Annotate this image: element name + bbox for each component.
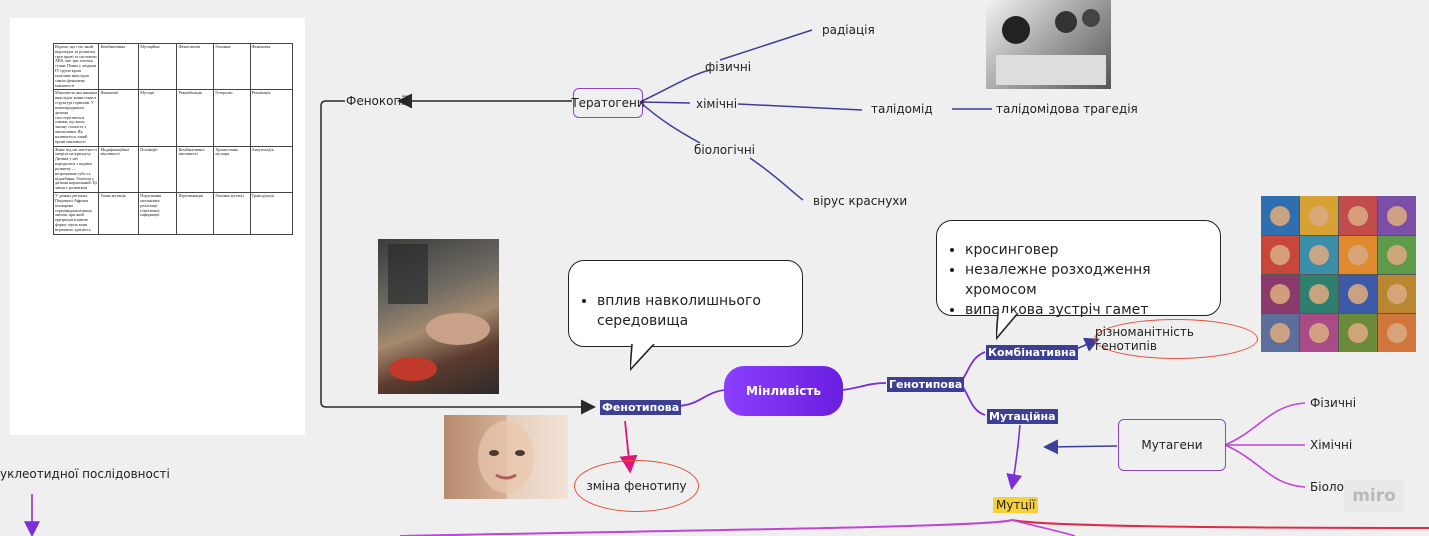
document-table-cell: Порушення механізмів реалізації генетичн… (138, 192, 178, 235)
genotypova-node[interactable]: Генотипова (887, 377, 965, 392)
line-mut-biolohichni (1224, 444, 1306, 488)
document-table-row: Живе під час вагітності хворіла на красн… (52, 145, 294, 194)
children-photo[interactable] (986, 0, 1111, 89)
document-table-row: Відомо, що гем, який відповідає за розви… (52, 42, 294, 91)
miro-watermark: miro (1344, 480, 1404, 512)
line-mut-fizychni (1224, 402, 1306, 446)
center-node[interactable]: Мінливість (724, 366, 843, 416)
document-table-cell: Фенокопії (98, 89, 140, 147)
bubble-geno-item-2: незалежне розходження хромосом (965, 260, 1220, 300)
fenocopii-label[interactable]: Фенокопії (346, 94, 409, 108)
document-table-cell: Анеуплоїдія (249, 145, 294, 194)
face-photo[interactable] (444, 415, 568, 499)
document-table-cell: Модифікаційної мінливості (98, 145, 140, 194)
line-center-genotypova (841, 382, 887, 391)
mutatsii-highlight[interactable]: Мутції (993, 497, 1039, 513)
document-table-cell: Геномна (213, 42, 251, 91)
speech-bubble-pheno[interactable]: вплив навколишнього середовища (568, 260, 803, 347)
line-radiatsiia (719, 29, 813, 61)
document-table-cell: Живе під час вагітності хворіла на красн… (52, 145, 100, 194)
document-table-cell: У деяких регіонах Південної Африки пошир… (52, 192, 100, 235)
line-virus (749, 157, 804, 201)
foot-photo[interactable] (378, 239, 499, 394)
document-table-cell: Фенокопія (249, 42, 294, 91)
virus-label[interactable]: вірус краснухи (813, 194, 908, 208)
line-talidomid (737, 103, 863, 111)
line-loop-fenotypova (320, 100, 596, 415)
foot-photo-art (388, 244, 490, 381)
radiatsiia-label[interactable]: радіація (822, 23, 875, 37)
document-table-cell: Реплікація (249, 89, 294, 147)
biolohichni-label[interactable]: біологічні (694, 143, 755, 157)
document-table-cell: Відомо, що гем, який відповідає за розви… (52, 42, 100, 91)
bubble-pheno-tail (630, 344, 655, 372)
zmina-fenotypu-oval[interactable]: зміна фенотипу (574, 460, 699, 512)
kombinatyvna-node[interactable]: Комбінативна (986, 345, 1079, 360)
line-fizychni (639, 69, 711, 103)
teratogeny-node[interactable]: Тератогени (571, 88, 645, 118)
mutageny-node[interactable]: Мутагени (1118, 419, 1226, 471)
line-center-fenotypova (677, 389, 726, 407)
riznomanitnist-oval[interactable]: різноманітність генотипів (1094, 319, 1258, 359)
line-bottom-right (1011, 519, 1429, 529)
document-table-cell: Комбінативна (98, 42, 140, 91)
fenotypova-node[interactable]: Фенотипова (600, 400, 682, 415)
document-table-cell: Генна мутація (98, 192, 140, 235)
document-table-cell: Гетерозис (213, 89, 251, 147)
faces-grid-art (1261, 196, 1416, 352)
speech-bubble-geno[interactable]: кросинговер незалежне розходження хромос… (936, 220, 1221, 318)
document-table-cell: Геномні мутації (213, 192, 251, 235)
children-photo-art (996, 9, 1106, 85)
line-biolohichni (639, 101, 701, 144)
bubble-geno-item-1: кросинговер (965, 240, 1220, 260)
talidomid-tragedy-label[interactable]: талідомідова трагедія (996, 102, 1138, 116)
document-table-cell: Мутаційна (138, 42, 178, 91)
fizychni-label[interactable]: фізичні (705, 60, 752, 74)
bubble-pheno-item: вплив навколишнього середовища (597, 291, 787, 331)
faces-grid-photo[interactable] (1261, 196, 1416, 352)
line-mutatsiina-down (1006, 424, 1023, 491)
line-mutageny-arrow (1043, 439, 1118, 455)
document-table-cell: Комбінативної мінливості (176, 145, 215, 194)
document-table-row: У деяких регіонах Південної Африки пошир… (52, 192, 294, 235)
document-table-cell: Трансдукція (249, 192, 294, 235)
mutatsiina-node[interactable]: Мутаційна (987, 409, 1058, 424)
document-table: Відомо, що гем, який відповідає за розви… (52, 42, 294, 235)
document-table-cell: Фенотипова (176, 42, 215, 91)
document-table-cell: Рекомбінація (176, 89, 215, 147)
document-table-cell: Полімерії (138, 145, 178, 194)
line-khimichni (639, 101, 691, 104)
nucleotide-label[interactable]: уклеотидної послідовності (0, 467, 170, 481)
bubble-geno-tail (996, 313, 1019, 341)
face-photo-art (478, 421, 534, 493)
line-bottom-left (399, 519, 1013, 536)
document-table-cell: Хромосомна мутація (213, 145, 251, 194)
khimichni-label[interactable]: хімічні (696, 97, 738, 111)
mut-khimichni-label[interactable]: Хімічні (1310, 438, 1353, 452)
document-table-cell: Мутації (138, 89, 178, 147)
line-bottom-mid (1011, 519, 1076, 536)
document-table-row: Мінливість яка виникає внаслідок зміни г… (52, 89, 294, 147)
document-table-cell: Перетинкація (176, 192, 215, 235)
document-table-cell: Мінливість яка виникає внаслідок зміни г… (52, 89, 100, 147)
talidomid-label[interactable]: талідомід (871, 102, 933, 116)
mut-fizychni-label[interactable]: Фізичні (1310, 396, 1357, 410)
document-page[interactable]: Відомо, що гем, який відповідає за розви… (10, 18, 305, 435)
